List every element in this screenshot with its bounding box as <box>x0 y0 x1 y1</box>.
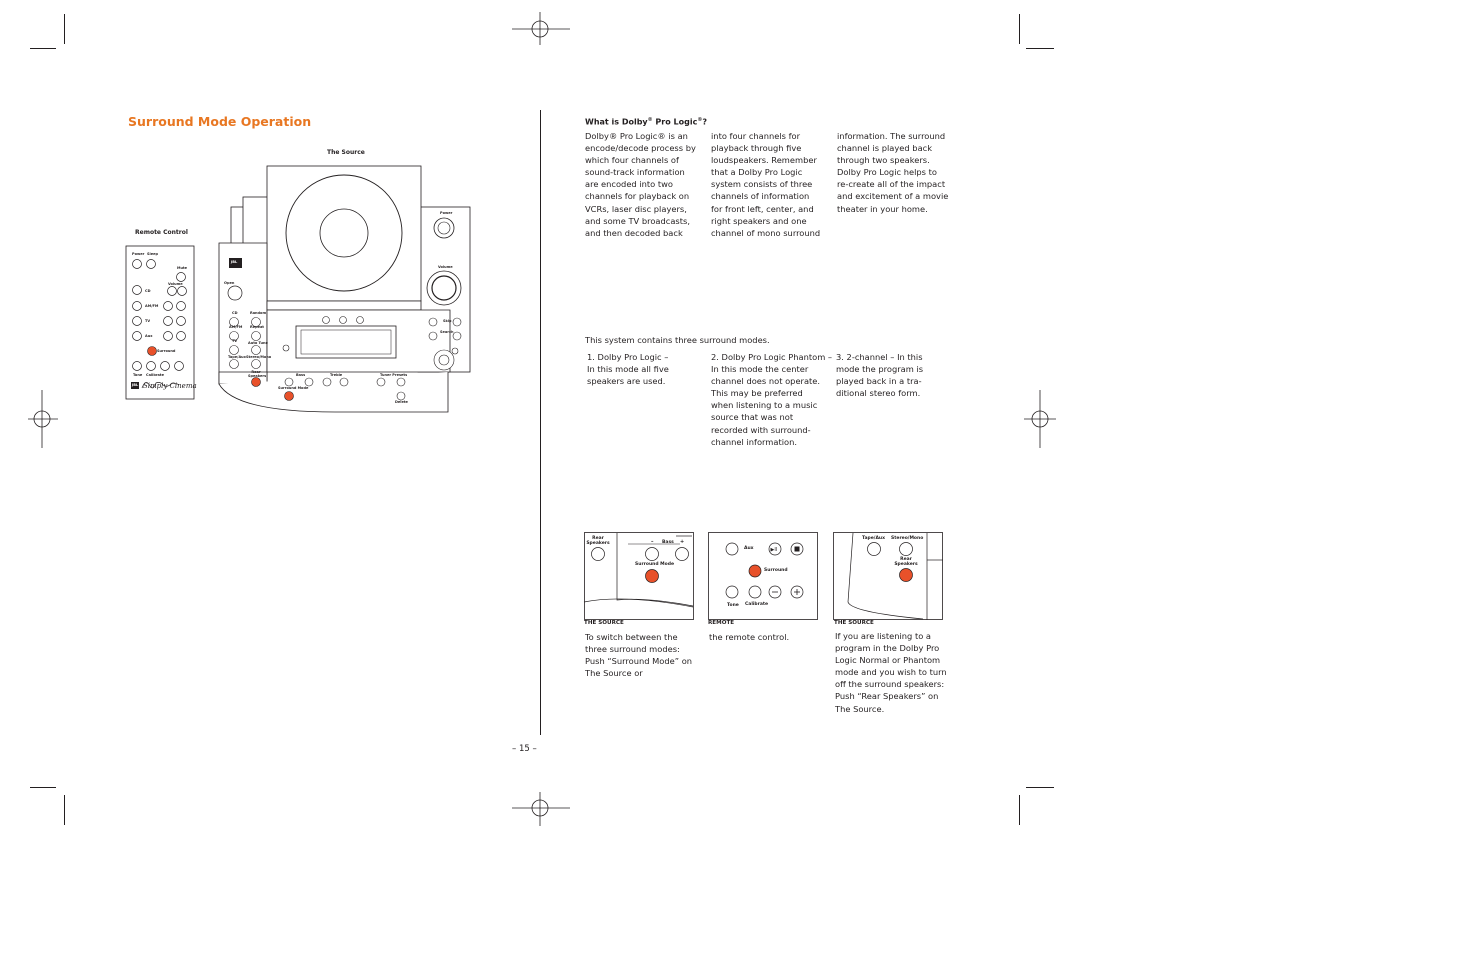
mode-2-text: 2. Dolby Pro Logic Phantom – In this mod… <box>711 352 833 447</box>
registration-mark-icon <box>512 792 570 826</box>
cd-button <box>132 285 142 295</box>
volume-down-button <box>167 286 177 296</box>
p1-plus-label: + <box>680 539 685 545</box>
forward-button <box>176 316 186 326</box>
panel-text: the remote control. <box>709 632 790 642</box>
surround-button <box>147 346 157 356</box>
source-delete-label: Delete <box>395 400 408 404</box>
remote-tone-label: Tone <box>133 373 143 377</box>
p2-calibrate-label: Calibrate <box>745 602 769 607</box>
mode-1-text: 1. Dolby Pro Logic – In this mode all fi… <box>587 352 669 387</box>
remote-brand-logo: JBL <box>132 383 139 387</box>
plus-icon <box>174 361 184 371</box>
remote-volume-label: Volume <box>168 282 183 286</box>
source-stereomono-label: Stereo/Mono <box>246 355 272 359</box>
crop-mark <box>1019 795 1020 825</box>
source-autotune-label: Auto Tune <box>248 341 268 345</box>
panel-text: To switch between the three surround mod… <box>585 632 693 679</box>
remote-surround-label: Surround <box>157 349 176 353</box>
p2-aux-label: Aux <box>744 546 754 551</box>
source-label: The Source <box>327 149 365 156</box>
source-random-label: Random <box>250 311 267 315</box>
source-cd-label: CD <box>232 311 238 315</box>
source-open-label: Open <box>224 281 235 285</box>
panel-caption: REMOTE <box>708 620 735 626</box>
crop-mark <box>30 787 56 788</box>
source-amfm-label: AM/FM <box>229 325 243 329</box>
spine-line <box>540 110 541 735</box>
registration-mark-icon <box>512 12 570 45</box>
remote-calibrate-label: Calibrate <box>146 373 164 377</box>
skip-forward-icon <box>176 301 186 311</box>
play-pause-icon <box>163 331 173 341</box>
source-surroundmode-label: Surround Mode <box>278 386 309 390</box>
source-rearspeakers-label: Rear Speakers <box>248 370 267 378</box>
source-power-label: Power <box>440 211 453 215</box>
panel-text: If you are listening to a program in the… <box>835 631 947 714</box>
crop-mark <box>64 14 65 44</box>
aux-button <box>132 331 142 341</box>
source-tv-label: TV <box>232 339 238 343</box>
crop-mark <box>1019 14 1020 44</box>
p2-surround-label: Surround <box>764 568 788 573</box>
tv-button <box>132 316 142 326</box>
source-presets-label: Tuner Presets <box>380 373 408 377</box>
remote-amfm-label: AM/FM <box>145 304 159 308</box>
dolby-text-col3: information. The surround channel is pla… <box>837 131 949 214</box>
source-repeat-label: Repeat <box>250 325 264 329</box>
sleep-button <box>146 259 156 269</box>
calibrate-button <box>146 361 156 371</box>
panel-caption: THE SOURCE <box>834 620 874 626</box>
stop-icon <box>176 331 186 341</box>
source-skip-label: Skip <box>443 319 452 323</box>
remote-power-label: Power <box>132 252 145 256</box>
remote-aux-label: Aux <box>145 334 153 338</box>
p3-rear-speakers-label: Rear Speakers <box>894 557 918 567</box>
source-tapeaux-label: Tape/Aux <box>228 355 246 359</box>
crop-mark <box>30 48 56 49</box>
panel-caption: THE SOURCE <box>584 620 624 626</box>
source-search-label: Search <box>440 330 454 334</box>
p1-bass-label: Bass <box>662 540 674 545</box>
dolby-text-col1: Dolby® Pro Logic® is an encode/decode pr… <box>585 131 696 238</box>
dolby-text-col2: into four channels for playback through … <box>711 131 821 238</box>
crop-mark <box>1026 787 1054 788</box>
source-volume-label: Volume <box>438 265 453 269</box>
remote-tv-label: TV <box>145 319 151 323</box>
remote-label: Remote Control <box>135 229 188 236</box>
p1-surround-mode-label: Surround Mode <box>635 562 675 567</box>
source-bass-label: Bass <box>296 373 306 377</box>
p1-minus-label: – <box>651 539 654 545</box>
mode-3-text: 3. 2-channel – In this mode the program … <box>836 352 924 399</box>
minus-icon <box>160 361 170 371</box>
tone-button <box>132 361 142 371</box>
mute-button <box>176 272 186 282</box>
modes-intro: This system contains three surround mode… <box>585 335 770 345</box>
p1-rear-speakers-label: Rear Speakers <box>586 536 610 546</box>
p3-stereo-mono-label: Stereo/Mono <box>891 536 924 541</box>
page-number: – 15 – <box>512 744 537 754</box>
volume-up-button <box>177 286 187 296</box>
power-button <box>132 259 142 269</box>
section-heading: What is Dolby® Pro Logic®? <box>585 117 707 127</box>
svg-text:▶II: ▶II <box>771 547 778 553</box>
am-fm-button <box>132 301 142 311</box>
crop-mark <box>64 795 65 825</box>
page-title: Surround Mode Operation <box>128 114 312 129</box>
source-treble-label: Treble <box>330 373 343 377</box>
remote-mute-label: Mute <box>177 266 188 270</box>
p2-tone-label: Tone <box>727 603 739 608</box>
skip-back-icon <box>163 301 173 311</box>
p3-tape-aux-label: Tape/Aux <box>862 536 886 541</box>
remote-sleep-label: Sleep <box>147 252 158 256</box>
rewind-button <box>163 316 173 326</box>
registration-mark-icon <box>1024 390 1056 448</box>
registration-mark-icon <box>28 390 58 448</box>
remote-cd-label: CD <box>145 289 151 293</box>
source-brand-logo: JBL <box>231 260 238 264</box>
crop-mark <box>1026 48 1054 49</box>
remote-product-logo: Simply Cinema <box>143 382 197 390</box>
